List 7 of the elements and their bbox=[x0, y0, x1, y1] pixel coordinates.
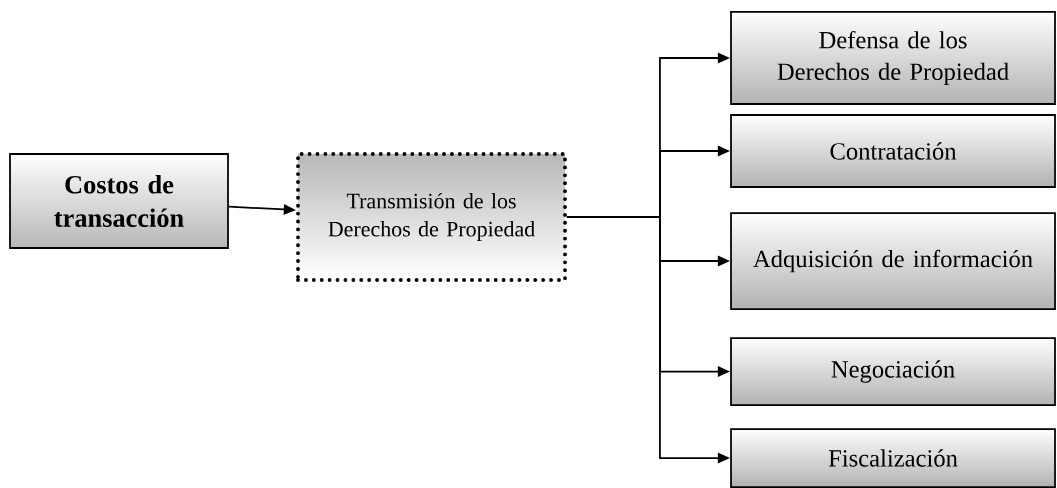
process-box: Negociación bbox=[730, 337, 1056, 406]
process-box: Costos de transacción bbox=[9, 153, 229, 249]
process-box: Adquisición de información bbox=[730, 212, 1056, 310]
process-box: Fiscalización bbox=[730, 428, 1056, 488]
process-box: Contratación bbox=[730, 114, 1056, 188]
dotted-box: Transmisión de los Derechos de Propiedad bbox=[296, 152, 567, 282]
process-box: Defensa de los Derechos de Propiedad bbox=[730, 11, 1056, 105]
